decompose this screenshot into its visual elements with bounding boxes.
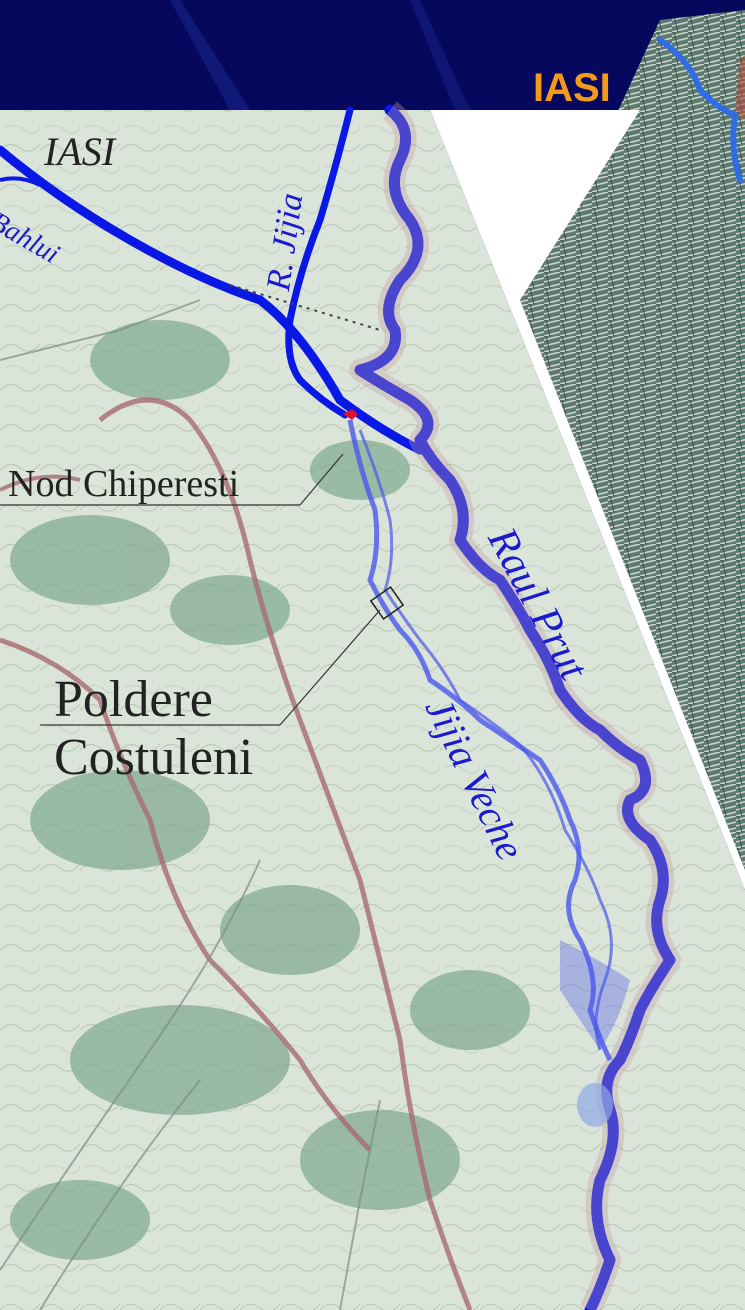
river-prut xyxy=(354,104,676,1310)
forest-areas xyxy=(10,320,530,1260)
iasi-corner-label: IASI xyxy=(533,66,611,110)
river-jijia xyxy=(285,106,354,419)
river-jijia-veche xyxy=(347,419,613,1062)
satellite-map-panel xyxy=(520,10,745,870)
node-marker xyxy=(343,409,358,420)
node-label-chiperesti: Nod Chiperesti xyxy=(8,463,240,505)
polder-label-line1: Poldere xyxy=(54,671,213,728)
river-bahlui xyxy=(0,145,425,455)
city-label-iasi: IASI xyxy=(44,129,116,174)
polder-marker xyxy=(369,586,405,620)
county-boundary xyxy=(98,397,473,1310)
title-banner xyxy=(0,0,745,110)
polder-label-line2: Costuleni xyxy=(54,729,254,786)
